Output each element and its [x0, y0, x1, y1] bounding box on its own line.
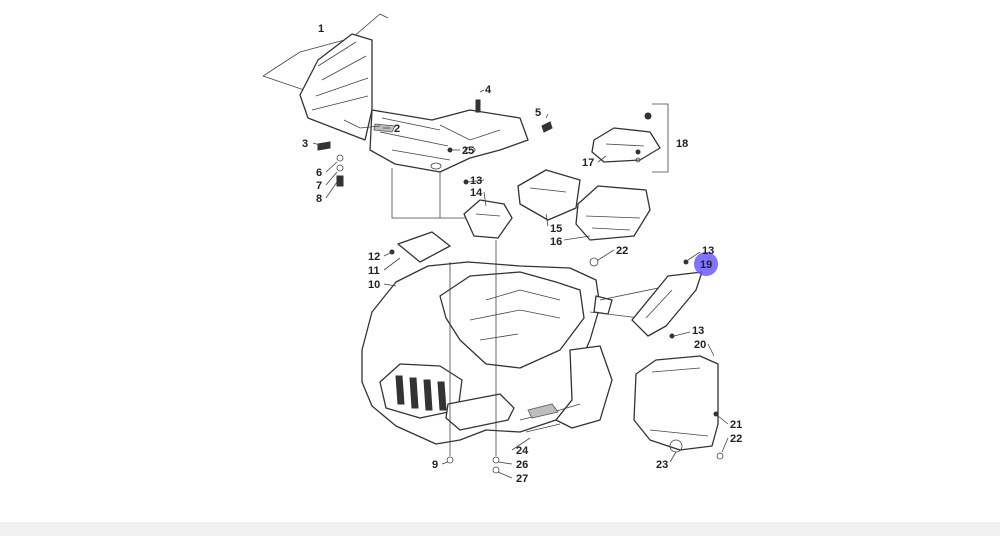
callout-14[interactable]: 14	[470, 187, 483, 199]
callout-11[interactable]: 11	[368, 265, 380, 277]
storage-lid	[591, 103, 669, 173]
fasteners-lower	[446, 257, 599, 474]
callout-13-mid[interactable]: 13	[692, 325, 704, 337]
assembly-guides	[391, 168, 669, 456]
callout-3[interactable]: 3	[302, 138, 308, 150]
callout-18[interactable]: 18	[676, 138, 688, 150]
callout-7[interactable]: 7	[316, 180, 322, 192]
bottom-bar	[0, 522, 1000, 536]
callout-15[interactable]: 15	[550, 223, 562, 235]
access-panel	[389, 231, 451, 263]
parts-diagram: 1 2 3 4 5 6 7 8 25 13 14 15 16 17 18 22 …	[262, 13, 742, 485]
callout-12[interactable]: 12	[368, 251, 380, 263]
callout-22-bottom[interactable]: 22	[730, 433, 742, 445]
highlight-marker	[694, 252, 718, 276]
callout-2[interactable]: 2	[394, 123, 400, 135]
callout-6[interactable]: 6	[316, 167, 322, 179]
front-fender-body	[361, 261, 613, 445]
callout-5[interactable]: 5	[535, 107, 541, 119]
callout-21[interactable]: 21	[730, 419, 742, 431]
callout-23[interactable]: 23	[656, 459, 668, 471]
callouts: 1 2 3 4 5 6 7 8 25 13 14 15 16 17 18 22 …	[302, 23, 742, 485]
side-panel-upper	[631, 259, 703, 339]
callout-8[interactable]: 8	[316, 193, 322, 205]
callout-19[interactable]: 19	[700, 259, 712, 271]
callout-leaders	[312, 127, 729, 479]
callout-20[interactable]: 20	[694, 339, 706, 351]
callout-24[interactable]: 24	[516, 445, 529, 457]
callout-9[interactable]: 9	[432, 459, 438, 471]
tray-parts	[463, 169, 651, 241]
side-panel-lower	[633, 355, 724, 460]
callout-1[interactable]: 1	[318, 23, 324, 35]
callout-16[interactable]: 16	[550, 236, 562, 248]
callout-17[interactable]: 17	[582, 157, 594, 169]
callout-25[interactable]: 25	[462, 145, 474, 157]
callout-13-right[interactable]: 13	[702, 245, 714, 257]
callout-26[interactable]: 26	[516, 459, 528, 471]
callout-22-top[interactable]: 22	[616, 245, 628, 257]
callout-10[interactable]: 10	[368, 279, 380, 291]
callout-13-top[interactable]: 13	[470, 175, 482, 187]
callout-27[interactable]: 27	[516, 473, 528, 485]
callout-4[interactable]: 4	[485, 84, 492, 96]
